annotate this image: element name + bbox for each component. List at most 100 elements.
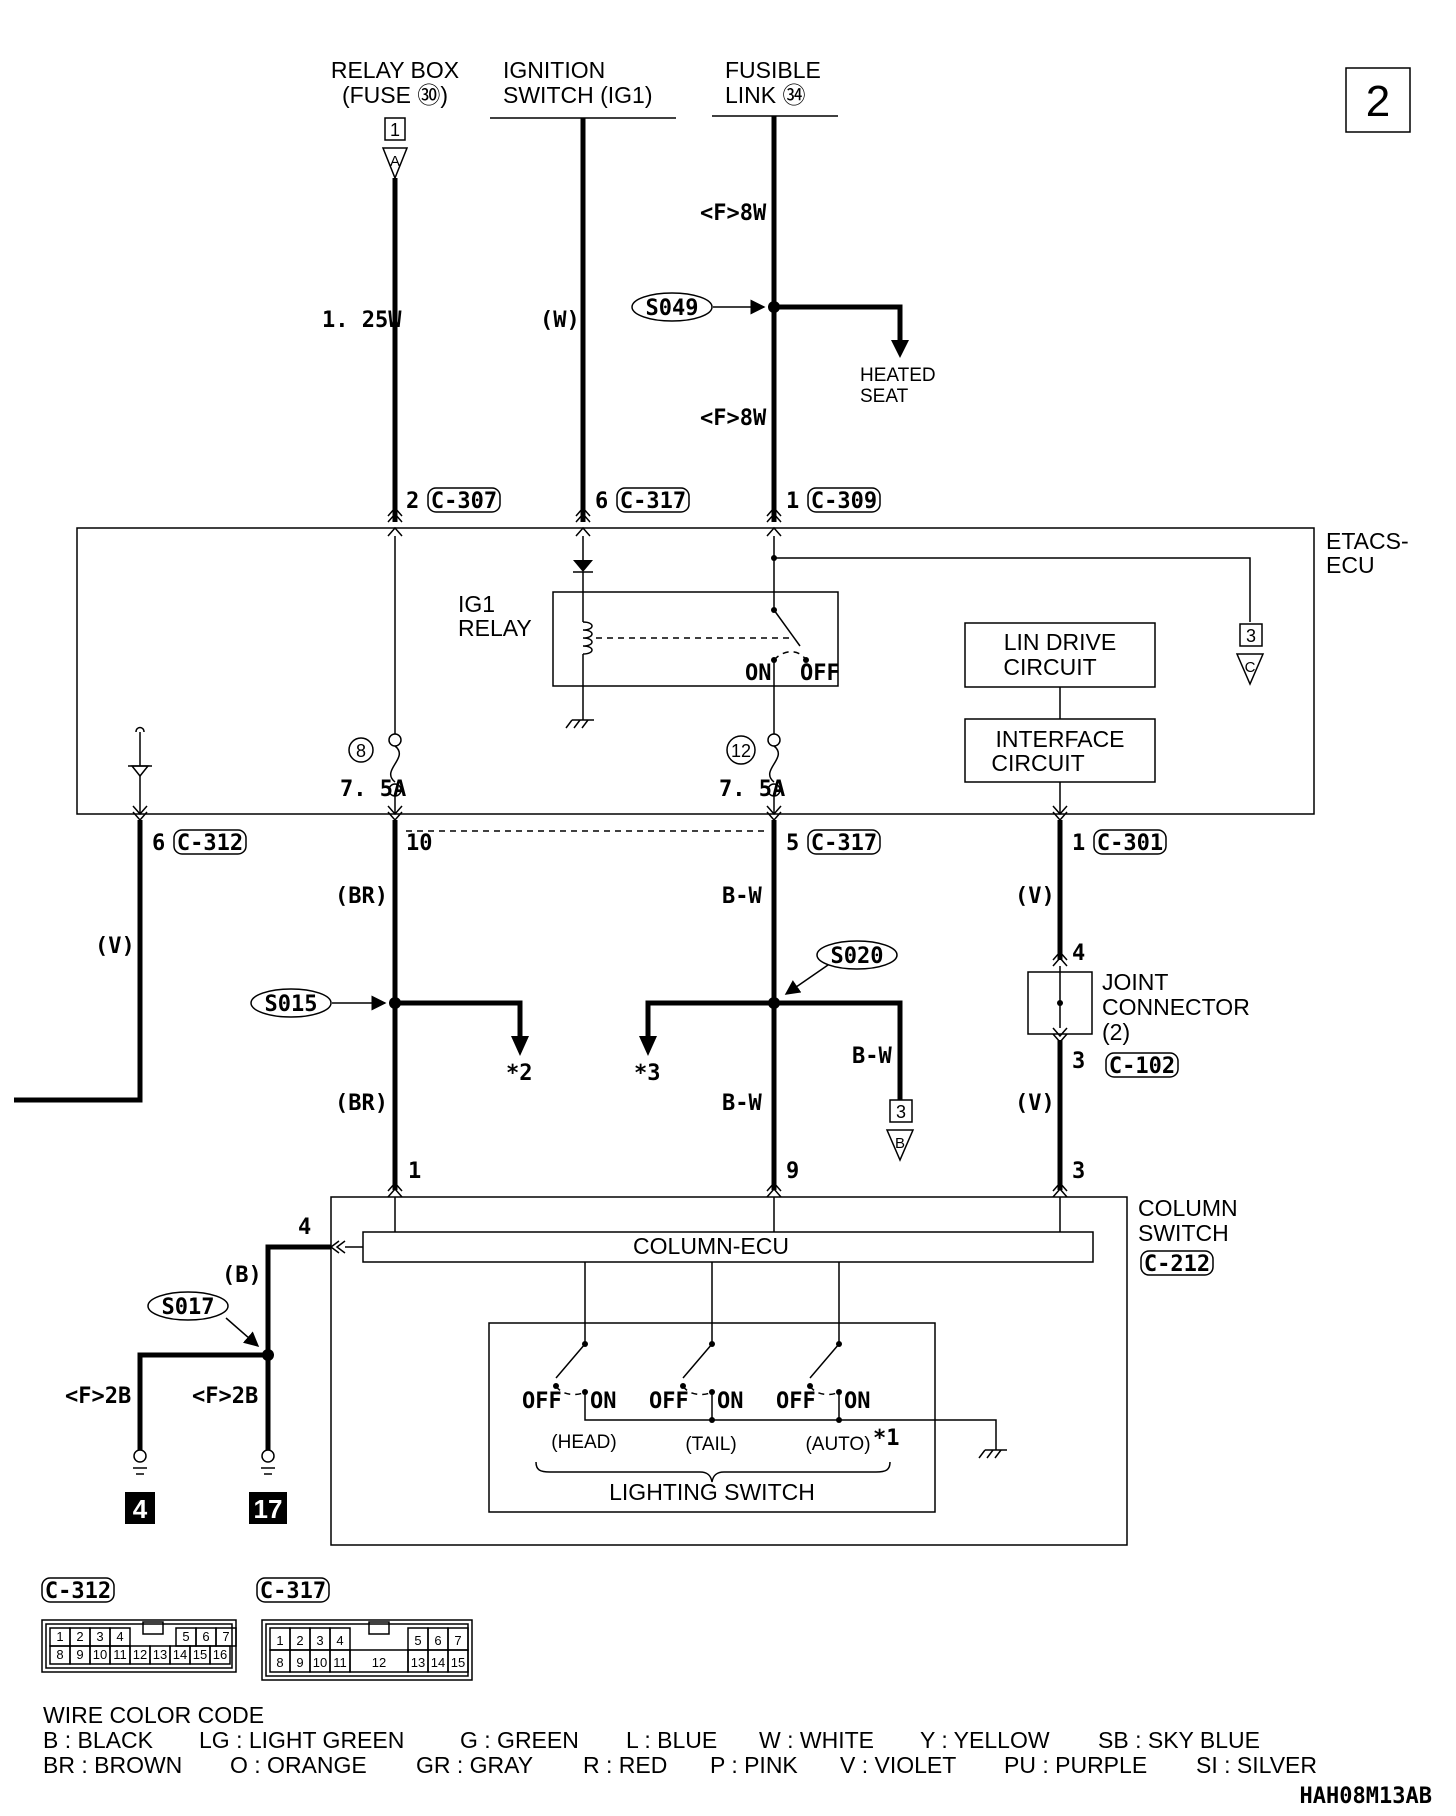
col-pin-3: 3	[1072, 1159, 1085, 1184]
head-label: (HEAD)	[551, 1432, 616, 1453]
bot-c301: C-301	[1097, 831, 1163, 856]
column-switch-label: COLUMN	[1138, 1195, 1238, 1221]
connector-pin: 11	[333, 1655, 347, 1670]
fusible-link-source: FUSIBLE LINK ㉞	[712, 57, 838, 117]
tail-label: (TAIL)	[685, 1434, 736, 1455]
etacs-left-terminal	[128, 726, 152, 814]
connector-pin: 16	[213, 1647, 227, 1662]
wire-color-entry: P : PINK	[710, 1752, 798, 1778]
ig1-relay: IG1 RELAY ON OFF	[458, 536, 840, 734]
bot-c317-pin: 5	[786, 831, 799, 856]
wire-label-ground-left: <F>2B	[65, 1384, 131, 1409]
col-pin-4: 4	[298, 1215, 311, 1240]
connector-pin: 12	[372, 1655, 386, 1670]
jc-conn: C-102	[1109, 1054, 1175, 1079]
connector-pin: 15	[193, 1647, 207, 1662]
etacs-bottom-connectors: 6 C-312 10 5 C-317 1 C-301	[132, 805, 1167, 856]
wire-label-ign: (W)	[540, 308, 580, 333]
interface-label: INTERFACE	[995, 726, 1124, 752]
note-2: *2	[506, 1061, 533, 1086]
wire-label-b: (B)	[222, 1263, 262, 1288]
lighting-switch: OFF ON OFF ON OFF ON (HEAD) (TAIL) (AUTO…	[488, 1262, 1007, 1513]
splice-s049: S049 HEATED SEAT	[631, 292, 936, 407]
top-c317-pin: 6	[595, 489, 608, 514]
splice-s020-label: S020	[831, 944, 884, 969]
column-ecu: COLUMN-ECU	[329, 1231, 1094, 1263]
etacs-label-2: ECU	[1326, 552, 1375, 578]
relay-box-ref: 1	[390, 120, 400, 140]
jc-label-2: CONNECTOR	[1102, 994, 1250, 1020]
fuse-12-rating: 7. 5A	[719, 777, 785, 802]
connector-pin: 15	[451, 1655, 465, 1670]
top-c307-pin: 2	[406, 489, 419, 514]
col-pin-9: 9	[786, 1159, 799, 1184]
connector-pin: 10	[313, 1655, 327, 1670]
auto-off: OFF	[776, 1389, 816, 1414]
ignition-switch-label: IGNITION	[503, 57, 605, 83]
top-connectors: 2 C-307 6 C-317 1 C-309	[387, 487, 881, 523]
head-off: OFF	[522, 1389, 562, 1414]
joint-connector: 4 3 JOINT CONNECTOR (2) C-102	[1027, 941, 1250, 1079]
ig1-relay-label: IG1	[458, 591, 495, 617]
ignition-switch-label-2: SWITCH (IG1)	[503, 82, 653, 108]
wire-color-entry: SI : SILVER	[1196, 1752, 1317, 1778]
splice-s020: S020 *3 B-W 3 B	[634, 940, 915, 1162]
wire-color-entry: LG : LIGHT GREEN	[199, 1727, 404, 1753]
connector-pin: 8	[56, 1647, 63, 1662]
page-number: 2	[1366, 77, 1390, 126]
wire-color-entry: PU : PURPLE	[1004, 1752, 1147, 1778]
wire-color-entry: SB : SKY BLUE	[1098, 1727, 1260, 1753]
connector-pin: 14	[431, 1655, 445, 1670]
ground-circuit: 4 (B) S017 <F>2B <F>2B 4 17	[65, 1215, 331, 1524]
connector-pin: 9	[76, 1647, 83, 1662]
wire-label-br-upper: (BR)	[335, 884, 388, 909]
c317-face-label: C-317	[260, 1579, 326, 1604]
wire-color-entry: W : WHITE	[759, 1727, 874, 1753]
splice-s049-label: S049	[646, 296, 699, 321]
connector-pin: 1	[56, 1629, 63, 1644]
fusible-link-label: FUSIBLE	[725, 57, 821, 83]
diagram-code: HAH08M13AB	[1300, 1784, 1432, 1809]
jc-label-3: (2)	[1102, 1019, 1130, 1045]
auto-on: ON	[844, 1389, 871, 1414]
wire-label-fl-mid: <F>8W	[700, 406, 767, 431]
wire-color-entry: BR : BROWN	[43, 1752, 182, 1778]
bot-c317: C-317	[811, 831, 877, 856]
wire-color-entry: O : ORANGE	[230, 1752, 367, 1778]
bot-c312-pin: 6	[152, 831, 165, 856]
top-c317: C-317	[620, 489, 686, 514]
wire-v-left	[14, 820, 143, 1103]
relay-box-source: RELAY BOX (FUSE ㉚) 1 A	[331, 57, 459, 181]
jc-pin-bottom: 3	[1072, 1049, 1085, 1074]
heated-seat-label-2: SEAT	[860, 386, 909, 407]
ref-b-letter: B	[895, 1135, 905, 1152]
note-3: *3	[634, 1061, 661, 1086]
connector-pin: 14	[173, 1647, 187, 1662]
connector-pin: 2	[76, 1629, 83, 1644]
head-on: ON	[590, 1389, 617, 1414]
column-ecu-label: COLUMN-ECU	[633, 1233, 789, 1259]
lighting-switch-title: LIGHTING SWITCH	[609, 1479, 815, 1505]
wire-color-entry: Y : YELLOW	[920, 1727, 1050, 1753]
ref-c-num: 3	[1246, 626, 1256, 646]
column-switch-label-2: SWITCH	[1138, 1220, 1229, 1246]
connector-pin: 5	[182, 1629, 189, 1644]
c312-face-label: C-312	[45, 1579, 111, 1604]
fuse-12: 12 7. 5A	[719, 733, 785, 814]
relay-box-fuse-label: (FUSE ㉚)	[342, 82, 448, 108]
connector-pin: 3	[96, 1629, 103, 1644]
top-c307: C-307	[431, 489, 497, 514]
ignition-switch-source: IGNITION SWITCH (IG1)	[490, 57, 676, 119]
wire-label-bw-lower: B-W	[722, 1091, 762, 1116]
lin-drive-circuit: LIN DRIVE CIRCUIT	[964, 622, 1156, 719]
etacs-ecu-box	[76, 527, 1315, 815]
column-switch-pins: 1 9 3	[387, 1159, 1085, 1232]
ig1-relay-label-2: RELAY	[458, 615, 532, 641]
top-c309: C-309	[811, 489, 877, 514]
connector-pin: 13	[411, 1655, 425, 1670]
col-pin-1: 1	[408, 1159, 421, 1184]
ref-c: 3 C	[771, 555, 1265, 686]
wire-label-v-lower: (V)	[1015, 1091, 1055, 1116]
